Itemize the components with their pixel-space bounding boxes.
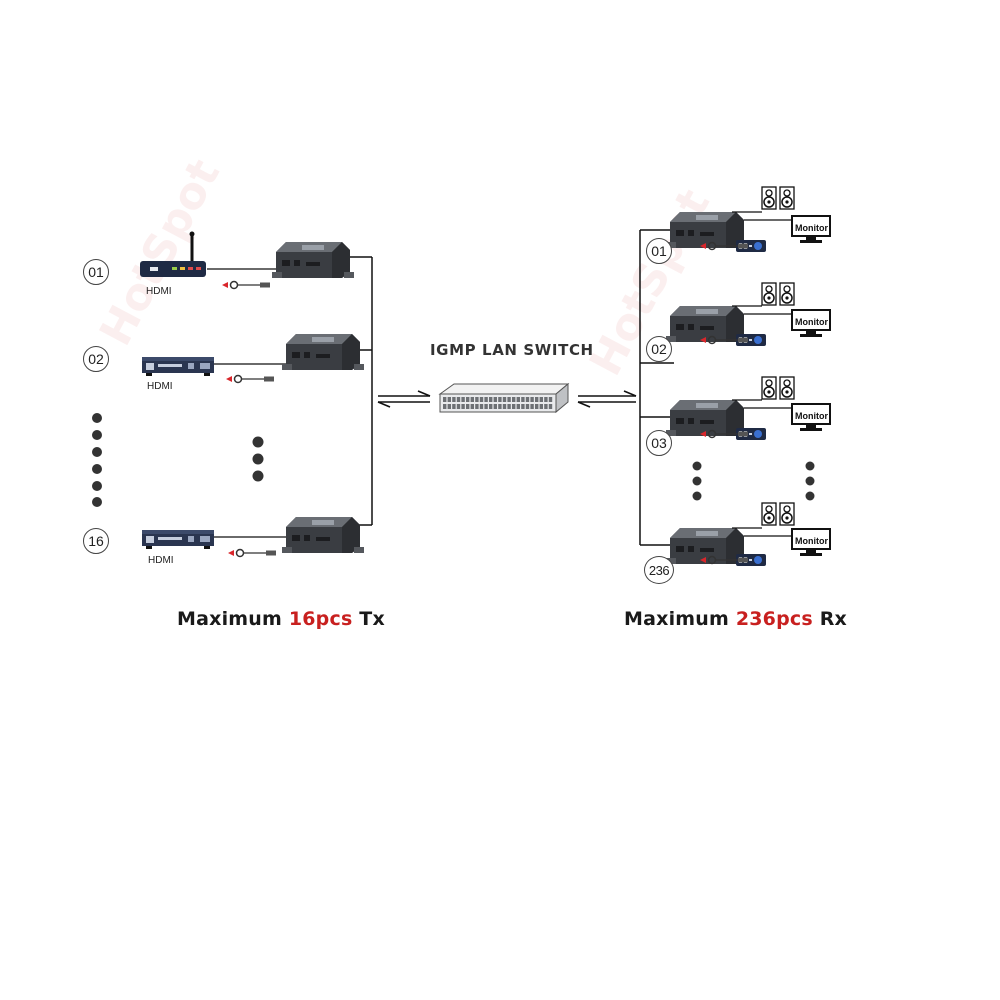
switch-port [493, 404, 497, 409]
switch-port [447, 404, 451, 409]
tx-extender-01 [272, 242, 354, 278]
switch-port [525, 404, 530, 409]
switch-port [521, 404, 525, 409]
switch-port [452, 397, 456, 402]
switch-port [479, 397, 484, 402]
switch-port [535, 404, 539, 409]
switch-port [512, 404, 516, 409]
rx-caption-suffix: Rx [812, 608, 847, 630]
rx-extender-01 [666, 212, 748, 248]
switch-port [479, 404, 484, 409]
igmp-lan-switch [438, 382, 570, 414]
switch-port [461, 404, 465, 409]
switch-port [443, 404, 447, 409]
switch-port [470, 404, 474, 409]
switch-port [475, 404, 479, 409]
switch-port [484, 404, 488, 409]
monitor-label-03: Monitor [795, 411, 828, 421]
switch-port [521, 397, 525, 402]
speakers-icon-236 [761, 502, 795, 526]
speakers-icon-01 [761, 186, 795, 210]
rx-switch-arrows [577, 390, 637, 408]
rx-extender-02 [666, 306, 748, 342]
switch-port [507, 397, 511, 402]
tx-caption-suffix: Tx [352, 608, 385, 630]
speakers-icon-03 [761, 376, 795, 400]
switch-port [525, 397, 530, 402]
switch-port [484, 397, 488, 402]
switch-port [530, 397, 534, 402]
rx-number-03: 03 [646, 430, 672, 456]
switch-port [461, 397, 465, 402]
switch-label: IGMP LAN SWITCH [430, 341, 594, 359]
monitor-label-02: Monitor [795, 317, 828, 327]
tx-ellipsis-dots [92, 413, 102, 507]
switch-port [502, 397, 507, 402]
switch-port [535, 397, 539, 402]
tx-switch-arrows [377, 390, 431, 408]
tx-extender-ellipsis-dots [252, 436, 264, 482]
ir-sensor-cable-02 [225, 374, 275, 384]
player-source-icon-16 [142, 530, 214, 549]
tx-number-16: 16 [83, 528, 109, 554]
switch-port [516, 397, 520, 402]
monitor-label-236: Monitor [795, 536, 828, 546]
switch-port [452, 404, 456, 409]
switch-ports [443, 397, 553, 409]
rx-number-236: 236 [644, 556, 674, 584]
router-source-icon [138, 230, 208, 279]
switch-port [498, 397, 502, 402]
switch-port [470, 397, 474, 402]
rx-caption-prefix: Maximum [624, 608, 736, 630]
monitor-label-01: Monitor [795, 223, 828, 233]
hdmi-label-02: HDMI [147, 381, 173, 392]
ir-sensor-cable-16 [227, 548, 277, 558]
rx-extender-236 [666, 528, 748, 564]
switch-port [539, 397, 543, 402]
rx-caption: Maximum 236pcs Rx [624, 608, 847, 630]
tx-caption-prefix: Maximum [177, 608, 289, 630]
switch-port [498, 404, 502, 409]
switch-port [443, 397, 447, 402]
hdmi-label-16: HDMI [148, 555, 174, 566]
switch-port [548, 397, 553, 402]
hdmi-label-01: HDMI [146, 286, 172, 297]
switch-port [507, 404, 511, 409]
tx-caption: Maximum 16pcs Tx [177, 608, 385, 630]
tx-number-01: 01 [83, 259, 109, 285]
rx-extender-ellipsis-dots [692, 461, 702, 501]
tx-caption-highlight: 16pcs [288, 608, 353, 630]
switch-port [544, 397, 548, 402]
rx-monitor-ellipsis-dots [805, 461, 815, 501]
switch-port [456, 404, 461, 409]
switch-port [489, 397, 493, 402]
tx-number-02: 02 [83, 346, 109, 372]
switch-port [516, 404, 520, 409]
rx-extender-03 [666, 400, 748, 436]
switch-port [548, 404, 553, 409]
switch-port [512, 397, 516, 402]
switch-port [466, 397, 470, 402]
switch-port [539, 404, 543, 409]
rx-number-01: 01 [646, 238, 672, 264]
switch-port [466, 404, 470, 409]
switch-port [489, 404, 493, 409]
switch-port [447, 397, 451, 402]
ir-sensor-cable-01 [221, 280, 271, 290]
switch-port [493, 397, 497, 402]
speakers-icon-02 [761, 282, 795, 306]
switch-port [530, 404, 534, 409]
switch-port [475, 397, 479, 402]
tx-extender-16 [282, 517, 364, 553]
switch-port [502, 404, 507, 409]
switch-port [456, 397, 461, 402]
tx-extender-02 [282, 334, 364, 370]
player-source-icon-02 [142, 357, 214, 376]
switch-port [544, 404, 548, 409]
rx-number-02: 02 [646, 336, 672, 362]
rx-caption-highlight: 236pcs [735, 608, 813, 630]
